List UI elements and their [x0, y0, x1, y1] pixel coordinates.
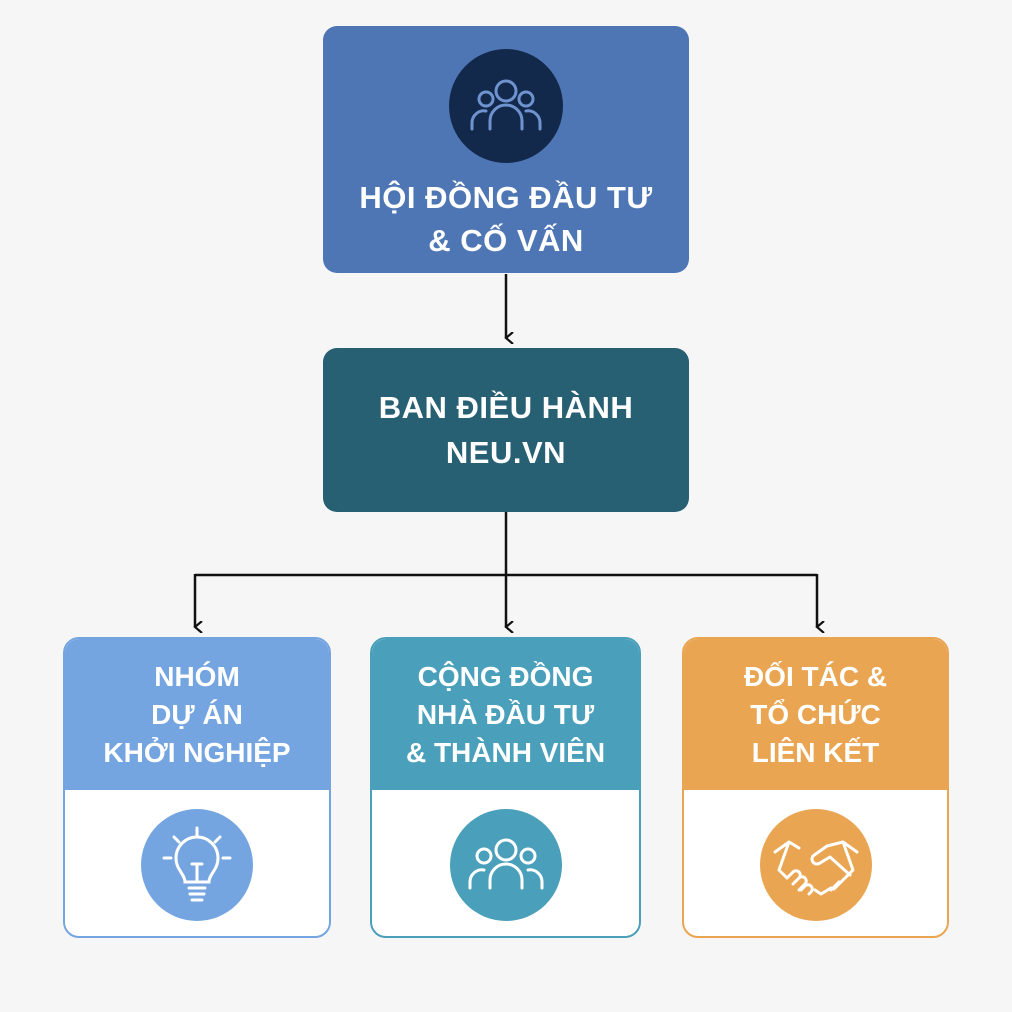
- handshake-icon: [759, 809, 872, 921]
- card-title-line: DỰ ÁN: [151, 698, 243, 730]
- node-title-line: BAN ĐIỀU HÀNH: [378, 390, 634, 425]
- investor-community-card: CỘNG ĐỒNG NHÀ ĐẦU TƯ & THÀNH VIÊN: [370, 637, 641, 938]
- startup-projects-card: NHÓM DỰ ÁN KHỞI NGHIỆP: [63, 637, 331, 938]
- partners-card: ĐỐI TÁC & TỔ CHỨC LIÊN KẾT: [682, 637, 949, 938]
- card-title-line: CỘNG ĐỒNG: [417, 660, 594, 692]
- card-title-line: TỔ CHỨC: [750, 698, 881, 730]
- node-title-line: HỘI ĐỒNG ĐẦU TƯ: [359, 180, 653, 215]
- executive-board-node: BAN ĐIỀU HÀNH NEU.VN: [323, 348, 689, 512]
- node-title-line: & CỐ VẤN: [428, 223, 584, 258]
- investment-council-node: HỘI ĐỒNG ĐẦU TƯ & CỐ VẤN: [323, 26, 689, 273]
- card-title-line: LIÊN KẾT: [751, 736, 880, 768]
- card-title-line: & THÀNH VIÊN: [405, 736, 606, 768]
- people-icon: [449, 809, 562, 921]
- people-icon: [449, 49, 563, 163]
- card-title-line: ĐỐI TÁC &: [743, 660, 888, 692]
- card-title-line: NHÓM: [154, 660, 240, 692]
- lightbulb-icon: [141, 809, 253, 921]
- node-title-line: NEU.VN: [445, 435, 567, 470]
- card-title-line: KHỞI NGHIỆP: [103, 736, 291, 768]
- card-title-line: NHÀ ĐẦU TƯ: [416, 698, 595, 730]
